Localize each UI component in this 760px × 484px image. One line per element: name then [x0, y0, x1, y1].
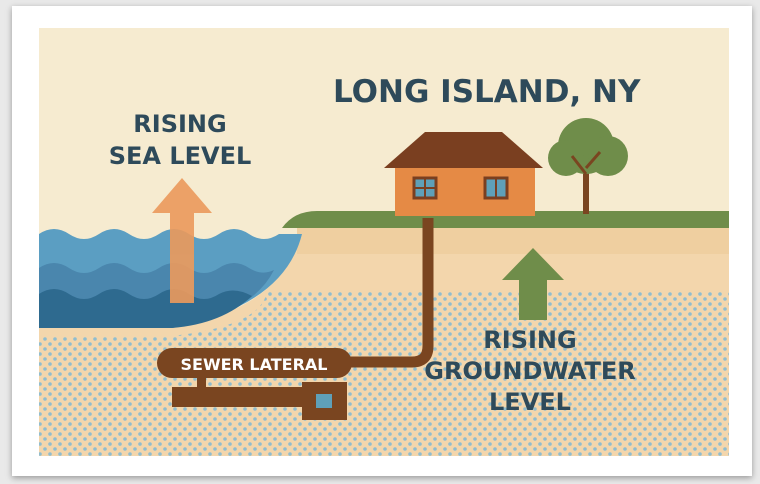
sea-level-arrow: [152, 178, 212, 303]
sea-level-label-line2: SEA LEVEL: [109, 142, 252, 170]
groundwater-label-line1: RISING: [483, 326, 576, 354]
grass: [282, 211, 729, 228]
tree: [548, 118, 628, 214]
house: [384, 132, 543, 216]
sewer-label-bg: [157, 348, 352, 378]
groundwater-label-line3: LEVEL: [489, 388, 571, 416]
illustration: LONG ISLAND, NY RISING SEA LEVEL RISING …: [39, 28, 729, 456]
title: LONG ISLAND, NY: [333, 74, 641, 110]
sea-water-dark: [39, 289, 252, 328]
sewer-pipe: [157, 218, 434, 420]
groundwater-label-line2: GROUNDWATER: [424, 357, 635, 385]
soil-band: [297, 228, 729, 254]
sea-level-label-line1: RISING: [133, 110, 226, 138]
groundwater-zone: [39, 291, 729, 456]
groundwater-arrow: [502, 248, 564, 320]
sewer-label: SEWER LATERAL: [181, 355, 328, 374]
sewer-cleanout: [316, 394, 332, 408]
infographic-card: LONG ISLAND, NY RISING SEA LEVEL RISING …: [12, 6, 752, 476]
